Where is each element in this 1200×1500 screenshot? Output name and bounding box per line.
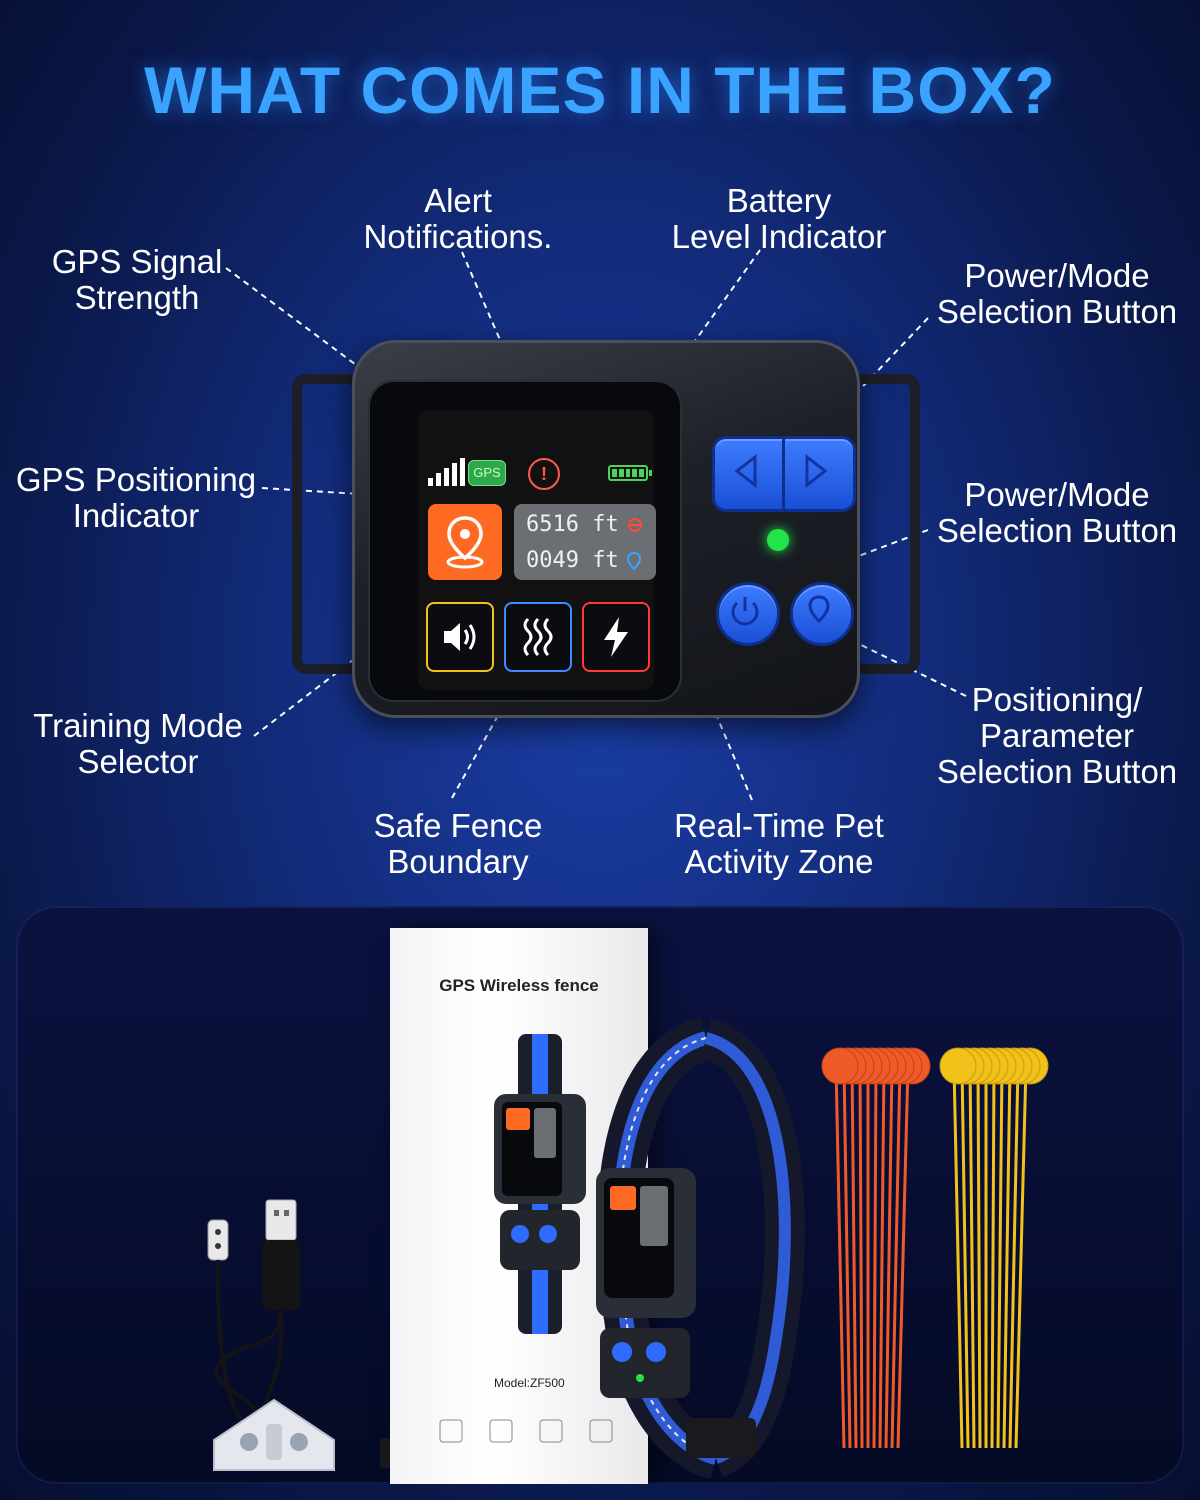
distance-panel: 6516 ft 0049 ft	[514, 504, 656, 580]
orange-boundary-flags	[816, 1036, 936, 1456]
gps-collar-device: GPS ! 6516 ft	[292, 340, 920, 718]
box-collar-image	[494, 1034, 586, 1334]
screen-bezel: GPS ! 6516 ft	[368, 380, 682, 702]
gps-positioning-tile	[428, 504, 502, 580]
power-button[interactable]	[716, 582, 780, 646]
device-body: GPS ! 6516 ft	[352, 340, 860, 718]
vibration-icon	[523, 617, 553, 657]
arrow-left-icon	[734, 453, 757, 489]
shock-mode-tile	[582, 602, 650, 672]
alert-icon: !	[528, 458, 560, 490]
yellow-boundary-flags	[934, 1036, 1054, 1456]
device-screen: GPS ! 6516 ft	[418, 410, 656, 690]
speaker-icon	[444, 623, 476, 651]
mode-left-button[interactable]	[712, 436, 786, 512]
box-model: Model:ZF500	[494, 1376, 565, 1390]
status-led	[767, 529, 789, 551]
collar-with-receiver	[596, 1018, 805, 1478]
location-pin-icon	[446, 516, 484, 569]
arrow-right-icon	[805, 453, 828, 489]
battery-icon	[608, 465, 652, 481]
location-pin-icon	[808, 595, 830, 624]
yellow-flags-icon	[939, 1047, 1049, 1449]
signal-bars-icon	[428, 458, 465, 486]
sound-mode-tile	[426, 602, 494, 672]
orange-flags-icon	[821, 1047, 931, 1449]
box-title: GPS Wireless fence	[439, 976, 599, 995]
vibration-mode-tile	[504, 602, 572, 672]
mode-right-button[interactable]	[782, 436, 856, 512]
lightning-icon	[604, 617, 628, 657]
box-feature-icons	[439, 1419, 613, 1443]
pet-distance: 0049 ft	[526, 548, 619, 573]
box-contents-panel: GPS Wireless fence Model:ZF500	[16, 906, 1184, 1484]
usb-charging-cable	[207, 1199, 300, 1437]
page-title: WHAT COMES IN THE BOX?	[144, 53, 1056, 127]
positioning-button[interactable]	[790, 582, 854, 646]
fence-limit-icon	[627, 517, 642, 532]
right-strap-loop	[850, 374, 920, 674]
power-icon	[731, 597, 759, 626]
gps-badge: GPS	[468, 460, 506, 486]
fence-distance: 6516 ft	[526, 512, 619, 537]
mount-bracket	[213, 1398, 335, 1471]
pet-location-icon	[626, 551, 641, 570]
